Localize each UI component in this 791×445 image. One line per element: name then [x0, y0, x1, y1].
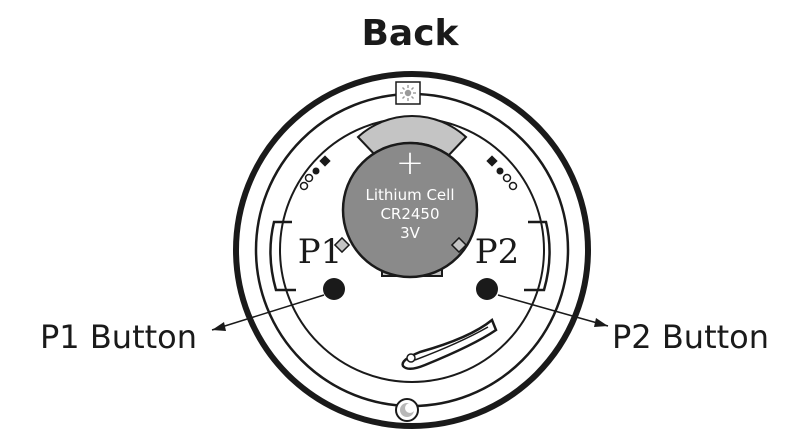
p1-button-label: P1 Button: [40, 318, 197, 356]
slot-end-hole: [406, 353, 416, 363]
p2-callout-line: [497, 294, 609, 327]
moon-icon: [395, 398, 419, 422]
left-led-indicator: [299, 155, 331, 191]
p2-callout-arrow: [594, 318, 608, 327]
battery-left-tab: [333, 236, 351, 254]
p1-callout-line: [211, 294, 325, 331]
sun-icon: [395, 81, 421, 105]
battery-label-line1: Lithium Cell: [365, 186, 454, 204]
p2-button[interactable]: [476, 278, 498, 300]
battery-label-line2: CR2450: [380, 205, 439, 223]
p2-button-label: P2 Button: [612, 318, 769, 356]
p1-button[interactable]: [323, 278, 345, 300]
right-led-indicator: [486, 155, 518, 191]
p1-callout-arrow: [212, 322, 226, 331]
battery-label-line3: 3V: [400, 224, 421, 242]
port-label-p1: P1: [298, 232, 343, 272]
device-outer-ring: [233, 71, 591, 429]
curved-slot-inner: [414, 326, 489, 361]
diagram-title: Back: [361, 13, 459, 54]
battery-right-tab: [450, 236, 468, 254]
battery-polarity-symbol: +: [396, 143, 425, 183]
port-label-p2: P2: [475, 232, 520, 272]
coin-cell-battery: [341, 141, 479, 279]
left-side-slot: [269, 220, 296, 292]
right-side-slot: [524, 220, 551, 292]
